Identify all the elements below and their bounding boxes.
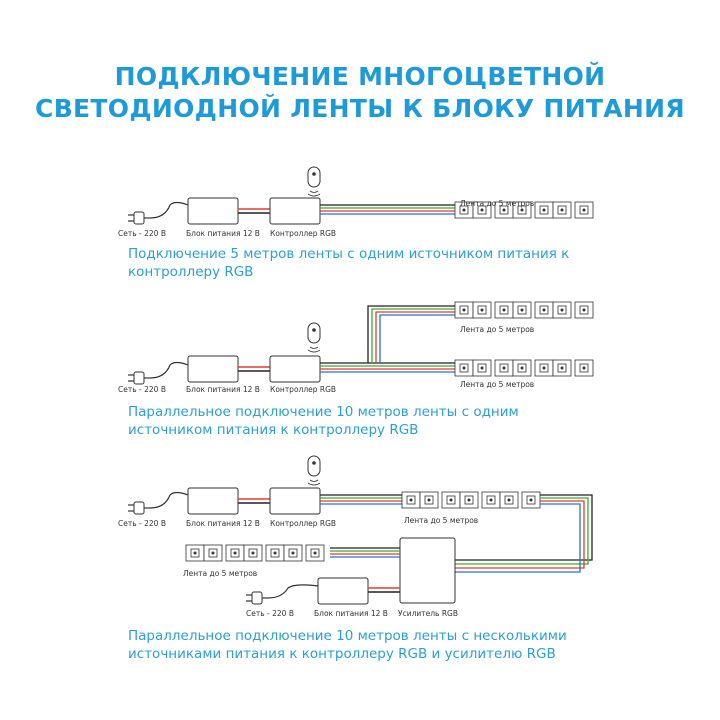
led-strip-top [454, 301, 594, 319]
led-strip-left [185, 544, 325, 562]
controller-label: Контроллер RGB [270, 519, 337, 528]
plug-icon [127, 371, 151, 385]
controller-box [269, 487, 321, 515]
diagram-1 [127, 166, 594, 225]
page-title-line-1: ПОДКЛЮЧЕНИЕ МНОГОЦВЕТНОЙ [114, 62, 606, 91]
plug-icon [127, 501, 151, 515]
plug-icon [245, 591, 269, 605]
remote-control-icon [307, 455, 321, 486]
diagram-3 [127, 455, 593, 605]
mains-label: Сеть - 220 В [118, 519, 166, 528]
remote-control-icon [307, 322, 321, 353]
strip-label: Лента до 5 метров [183, 569, 258, 578]
led-strip-top [401, 491, 541, 509]
diagram-2 [127, 301, 594, 385]
psu-label: Блок питания 12 В [314, 609, 388, 618]
mains-label: Сеть - 220 В [246, 609, 294, 618]
strip-label: Лента до 5 метров [460, 325, 535, 334]
strip-label: Лента до 5 метров [404, 516, 479, 525]
psu-label: Блок питания 12 В [186, 229, 260, 238]
controller-label: Контроллер RGB [270, 229, 337, 238]
controller-box [269, 197, 321, 225]
mains-label: Сеть - 220 В [118, 229, 166, 238]
strip-label: Лента до 5 метров [460, 199, 535, 208]
led-strip-bottom [454, 359, 594, 377]
remote-control-icon [307, 166, 321, 197]
page-title-line-2: СВЕТОДИОДНОЙ ЛЕНТЫ К БЛОКУ ПИТАНИЯ [35, 94, 685, 123]
psu-label: Блок питания 12 В [186, 385, 260, 394]
mains-label: Сеть - 220 В [118, 385, 166, 394]
caption-2: Параллельное подключение 10 метров ленты… [128, 404, 519, 438]
caption-1: Подключение 5 метров ленты с одним источ… [128, 246, 570, 280]
power-supply-box-2 [317, 577, 369, 605]
amplifier-box [399, 537, 456, 604]
caption-3: Параллельное подключение 10 метров ленты… [128, 628, 567, 662]
power-supply-box [187, 197, 239, 225]
power-supply-box [187, 355, 239, 383]
amplifier-label: Усилитель RGB [398, 609, 458, 618]
psu-label: Блок питания 12 В [186, 519, 260, 528]
power-supply-box [187, 487, 239, 515]
strip-label: Лента до 5 метров [460, 380, 535, 389]
controller-label: Контроллер RGB [270, 385, 337, 394]
plug-icon [127, 211, 151, 225]
controller-box [269, 355, 321, 383]
